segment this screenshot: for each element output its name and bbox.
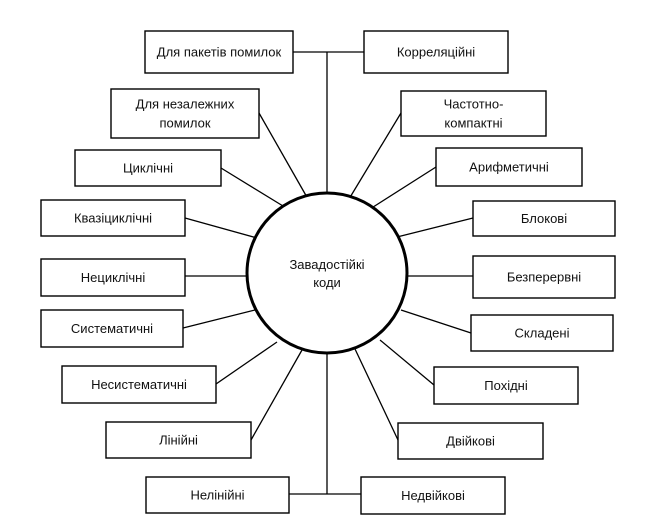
category-box-cyclic: Циклічні (74, 149, 222, 187)
connector-for-independent-errors (258, 112, 309, 200)
category-label: Квазіциклічні (74, 211, 152, 226)
category-box-frame (435, 147, 583, 187)
connector-quasi-cyclic (184, 217, 258, 239)
connector-linear (250, 349, 303, 441)
category-label: Частотно- (444, 97, 504, 112)
category-box-frame (40, 199, 186, 237)
category-label: Недвійкові (401, 488, 465, 503)
category-box-non-systematic: Несистематичні (61, 365, 217, 404)
connector-non-systematic (215, 341, 278, 385)
category-box-composite: Складені (470, 314, 614, 352)
category-label: Арифметичні (469, 160, 549, 175)
category-box-frame (472, 255, 616, 299)
category-label: помилок (159, 116, 210, 131)
category-box-non-linear: Нелінійні (145, 476, 290, 514)
category-box-derived: Похідні (433, 366, 579, 405)
connector-derived (379, 339, 435, 386)
category-label: Двійкові (446, 434, 495, 449)
connector-binary (354, 348, 399, 441)
center-label-line-2: коди (313, 275, 341, 290)
category-label: Нециклічні (81, 270, 146, 285)
category-box-frame (363, 30, 509, 74)
category-box-binary: Двійкові (397, 422, 544, 460)
category-box-for-independent-errors: Для незалежних помилок (110, 88, 260, 139)
category-label: Несистематичні (91, 377, 187, 392)
connector-frequency-compact (348, 112, 402, 200)
connector-lines (182, 51, 474, 495)
category-label: Складені (515, 326, 570, 341)
category-label: Для пакетів помилок (157, 45, 282, 60)
category-box-quasi-cyclic: Квазіциклічні (40, 199, 186, 237)
category-box-frame (470, 314, 614, 352)
category-label: Корреляційні (397, 45, 475, 60)
category-box-systematic: Систематичні (40, 309, 184, 348)
category-box-non-binary: Недвійкові (360, 476, 506, 515)
category-box-frame (360, 476, 506, 515)
category-label: Блокові (521, 211, 567, 226)
category-box-for-error-bursts: Для пакетів помилок (144, 30, 294, 74)
category-box-frame (40, 258, 186, 297)
connector-composite (400, 309, 472, 334)
category-label: Для незалежних (136, 97, 235, 112)
category-box-frame (74, 149, 222, 187)
category-label: Безперервні (507, 270, 581, 285)
category-box-frame (400, 90, 547, 137)
category-box-frame (110, 88, 260, 139)
category-box-frame (144, 30, 294, 74)
category-label: Похідні (484, 378, 528, 393)
category-label: Циклічні (123, 161, 173, 176)
category-box-linear: Лінійні (105, 421, 252, 459)
category-box-frame (145, 476, 290, 514)
connector-cyclic (220, 167, 284, 207)
category-box-frame (433, 366, 579, 405)
category-box-continuous: Безперервні (472, 255, 616, 299)
category-box-frame (105, 421, 252, 459)
category-box-frequency-compact: Частотно-компактні (400, 90, 547, 137)
category-box-correlation: Корреляційні (363, 30, 509, 74)
connector-block (396, 217, 474, 238)
center-label-line-1: Завадостійкі (289, 257, 364, 272)
category-label: Систематичні (71, 321, 153, 336)
category-label: компактні (444, 116, 502, 131)
category-box-block: Блокові (472, 200, 616, 237)
center-circle (245, 191, 409, 355)
category-label: Лінійні (159, 433, 198, 448)
category-box-frame (61, 365, 217, 404)
category-box-frame (472, 200, 616, 237)
category-label: Нелінійні (190, 488, 244, 503)
connector-systematic (182, 309, 256, 329)
connector-arithmetic (369, 166, 437, 210)
category-box-frame (40, 309, 184, 348)
category-box-non-cyclic: Нециклічні (40, 258, 186, 297)
center-node: Завадостійкі коди (245, 191, 409, 355)
category-box-frame (397, 422, 544, 460)
category-box-arithmetic: Арифметичні (435, 147, 583, 187)
